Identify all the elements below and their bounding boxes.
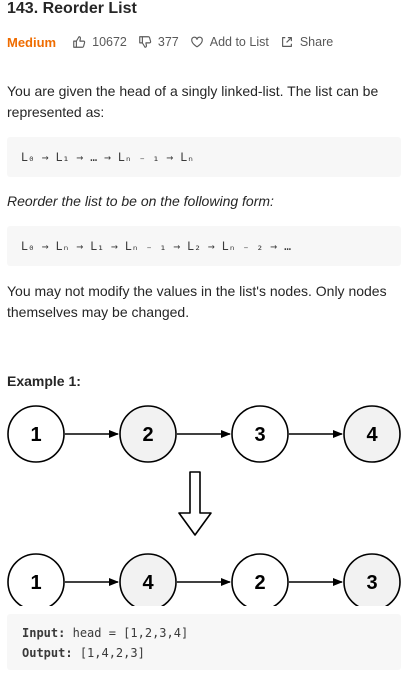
- list-node: 1: [7, 553, 65, 606]
- difficulty-badge: Medium: [7, 34, 57, 50]
- thumbs-down-icon: [139, 36, 152, 48]
- transform-down-arrow-icon: [178, 471, 212, 536]
- like-button[interactable]: 10672: [72, 35, 127, 49]
- node-value: 1: [30, 572, 41, 594]
- thumbs-up-icon: [73, 36, 86, 48]
- example-1-diagram: 1 2 3 4 1 4 2: [7, 405, 401, 606]
- list-form-original: L₀ → L₁ → … → Lₙ ₋ ₁ → Lₙ: [7, 137, 401, 177]
- node-value: 4: [142, 572, 154, 594]
- description-constraint: You may not modify the values in the lis…: [7, 283, 387, 320]
- before-list: 1 2 3 4: [7, 405, 401, 463]
- output-value: [1,4,2,3]: [79, 646, 145, 660]
- problem-meta-bar: Medium 10672 377 Add to List Share: [7, 32, 344, 52]
- add-to-list-label: Add to List: [209, 35, 269, 49]
- after-list: 1 4 2 3: [7, 553, 401, 606]
- example-output-line: Output: [1,4,2,3]: [22, 643, 401, 663]
- example-1-io-block: Input: head = [1,2,3,4] Output: [1,4,2,3…: [7, 614, 401, 670]
- node-value: 4: [366, 424, 378, 446]
- list-node: 3: [343, 553, 401, 606]
- heart-icon: [190, 36, 203, 48]
- list-node: 3: [231, 405, 289, 463]
- share-icon: [281, 37, 292, 47]
- output-label: Output:: [22, 646, 73, 660]
- node-value: 3: [254, 424, 265, 446]
- dislike-button[interactable]: 377: [138, 35, 179, 49]
- list-node: 4: [119, 553, 177, 606]
- list-node: 2: [231, 553, 289, 606]
- list-node: 1: [7, 405, 65, 463]
- reorder-instruction: Reorder the list to be on the following …: [7, 193, 274, 209]
- node-value: 3: [366, 572, 377, 594]
- list-form-reordered: L₀ → Lₙ → L₁ → Lₙ ₋ ₁ → L₂ → Lₙ ₋ ₂ → …: [7, 226, 401, 266]
- node-value: 2: [254, 572, 265, 594]
- input-label: Input:: [22, 626, 66, 640]
- description-intro: You are given the head of a singly linke…: [7, 83, 379, 120]
- example-input-line: Input: head = [1,2,3,4]: [22, 623, 401, 643]
- add-to-list-button[interactable]: Add to List: [190, 35, 269, 49]
- problem-title: 143. Reorder List: [7, 0, 137, 17]
- list-node: 2: [119, 405, 177, 463]
- like-count: 10672: [92, 35, 127, 49]
- node-value: 1: [30, 424, 41, 446]
- share-button[interactable]: Share: [280, 35, 333, 49]
- example-1-title: Example 1:: [7, 373, 81, 389]
- list-node: 4: [343, 405, 401, 463]
- input-value: head = [1,2,3,4]: [72, 626, 189, 640]
- dislike-count: 377: [157, 35, 179, 49]
- node-value: 2: [142, 424, 153, 446]
- share-label: Share: [299, 35, 334, 49]
